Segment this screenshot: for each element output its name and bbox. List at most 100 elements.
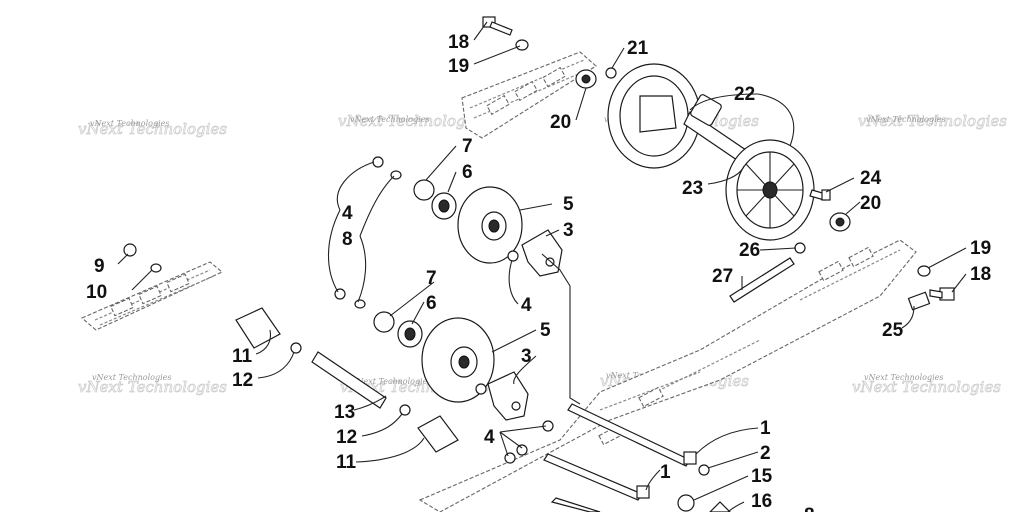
callout-13: 13 <box>334 402 355 423</box>
watermark-2: vNext Technologies vNext Technologies <box>338 112 488 131</box>
washer-12-lower <box>399 404 411 416</box>
callout-18-top: 18 <box>448 32 469 53</box>
callout-6-upper: 6 <box>462 162 473 183</box>
spacer-11-upper <box>235 307 281 349</box>
bearing-6-upper <box>431 192 457 220</box>
callout-23: 23 <box>682 178 703 199</box>
callout-3-upper: 3 <box>563 220 574 241</box>
bracket-3-lower <box>487 371 529 421</box>
bolt-18-right <box>929 287 955 301</box>
nut-4-bottom-c <box>504 452 516 464</box>
nut-4-bottom-b <box>516 444 528 456</box>
nut-2 <box>698 464 710 476</box>
callout-2: 2 <box>760 443 771 464</box>
watermark-text: vNext Technologies <box>90 119 169 128</box>
callout-26: 26 <box>739 240 760 261</box>
callout-16: 16 <box>751 491 772 512</box>
washer-19-right <box>917 265 931 277</box>
nut-4-bracket-lower <box>475 383 487 395</box>
drive-wheel-22-right <box>725 139 815 241</box>
part-16 <box>709 501 731 512</box>
watermark-5: vNext Technologies vNext Technologies <box>78 373 228 396</box>
nut-26 <box>794 242 806 254</box>
callout-11-upper: 11 <box>232 346 253 367</box>
callout-11-lower: 11 <box>336 452 357 473</box>
bearing-cap-20-right <box>829 212 851 232</box>
nut-21 <box>605 67 617 79</box>
watermark-logo: vNext Technologies <box>852 378 1001 396</box>
idler-wheel-5-lower <box>421 317 495 403</box>
callout-19-right: 19 <box>970 238 991 259</box>
spacer-15 <box>677 494 695 512</box>
bracket-3-upper <box>521 229 563 277</box>
callout-8-bottom: 8 <box>804 505 815 512</box>
washer-19-top <box>515 39 529 51</box>
callout-4-middle: 4 <box>521 295 532 316</box>
callout-5-upper: 5 <box>563 194 574 215</box>
snap-ring-7-lower <box>373 311 395 333</box>
watermark-logo: vNext Technologies <box>78 378 227 396</box>
callout-9: 9 <box>94 256 105 277</box>
watermark-text: vNext Technologies <box>864 373 943 382</box>
leader-lines <box>117 21 967 512</box>
parts-group <box>123 16 955 512</box>
snap-ring-7-upper <box>413 179 435 201</box>
callout-15: 15 <box>751 466 773 487</box>
watermark-8: vNext Technologies vNext Technologies <box>852 373 1002 396</box>
callout-4-upper: 4 <box>342 203 353 224</box>
callout-7-upper: 7 <box>462 136 473 157</box>
nut-4-upper <box>372 156 384 168</box>
bearing-6-lower <box>397 320 423 348</box>
bolt-18-top <box>482 16 513 36</box>
bearing-cap-20-top <box>575 69 597 89</box>
bolt-27 <box>729 257 795 303</box>
bolt-1-lower <box>543 453 643 501</box>
block-25 <box>907 291 931 311</box>
axle-13 <box>311 351 387 409</box>
drive-wheel-22-left <box>607 63 701 169</box>
callout-21: 21 <box>627 38 649 59</box>
washer-12-upper <box>290 342 302 354</box>
watermark-logo: vNext Technologies <box>78 120 227 138</box>
nut-9 <box>123 243 137 257</box>
callout-3-lower: 3 <box>521 346 532 367</box>
callout-6-lower: 6 <box>426 293 437 314</box>
callout-10: 10 <box>86 282 107 303</box>
washer-8-lower <box>354 299 366 309</box>
callout-12-lower: 12 <box>336 427 357 448</box>
watermark-text: vNext Technologies <box>350 115 429 124</box>
callout-12-upper: 12 <box>232 370 253 391</box>
watermark-text: vNext Technologies <box>352 377 431 386</box>
watermark-logo: vNext Technologies <box>858 112 1007 130</box>
watermark-text: vNext Technologies <box>866 115 945 124</box>
callout-24: 24 <box>860 168 882 189</box>
callout-22: 22 <box>734 84 755 105</box>
callout-1-upper: 1 <box>760 418 771 439</box>
callout-4-lower: 4 <box>484 427 495 448</box>
bolt-24 <box>809 189 831 201</box>
top-rail <box>461 51 597 139</box>
bolt-1-upper <box>567 403 691 467</box>
callout-8: 8 <box>342 229 353 250</box>
callout-20-right: 20 <box>860 193 881 214</box>
callout-1-lower: 1 <box>660 462 671 483</box>
bolt-1-upper-head <box>683 451 697 465</box>
main-rail <box>418 239 917 512</box>
callout-25: 25 <box>882 320 904 341</box>
washer-10 <box>150 263 162 273</box>
watermark-text: vNext Technologies <box>92 373 171 382</box>
spacer-11-lower <box>417 415 459 453</box>
watermark-logo: vNext Technologies <box>338 112 487 130</box>
watermark-4: vNext Technologies vNext Technologies <box>858 112 1008 131</box>
callout-18-right: 18 <box>970 264 991 285</box>
callout-labels: 18 19 21 20 22 7 6 4 8 5 3 23 24 20 26 1… <box>86 32 991 512</box>
bolt-bottom <box>550 497 601 512</box>
nut-4-lower <box>334 288 346 300</box>
watermark-1: vNext Technologies vNext Technologies <box>78 119 228 138</box>
callout-20-top: 20 <box>550 112 571 133</box>
callout-19-top: 19 <box>448 56 469 77</box>
callout-27: 27 <box>712 266 733 287</box>
callout-5-lower: 5 <box>540 320 551 341</box>
idler-wheel-5-upper <box>457 186 523 264</box>
